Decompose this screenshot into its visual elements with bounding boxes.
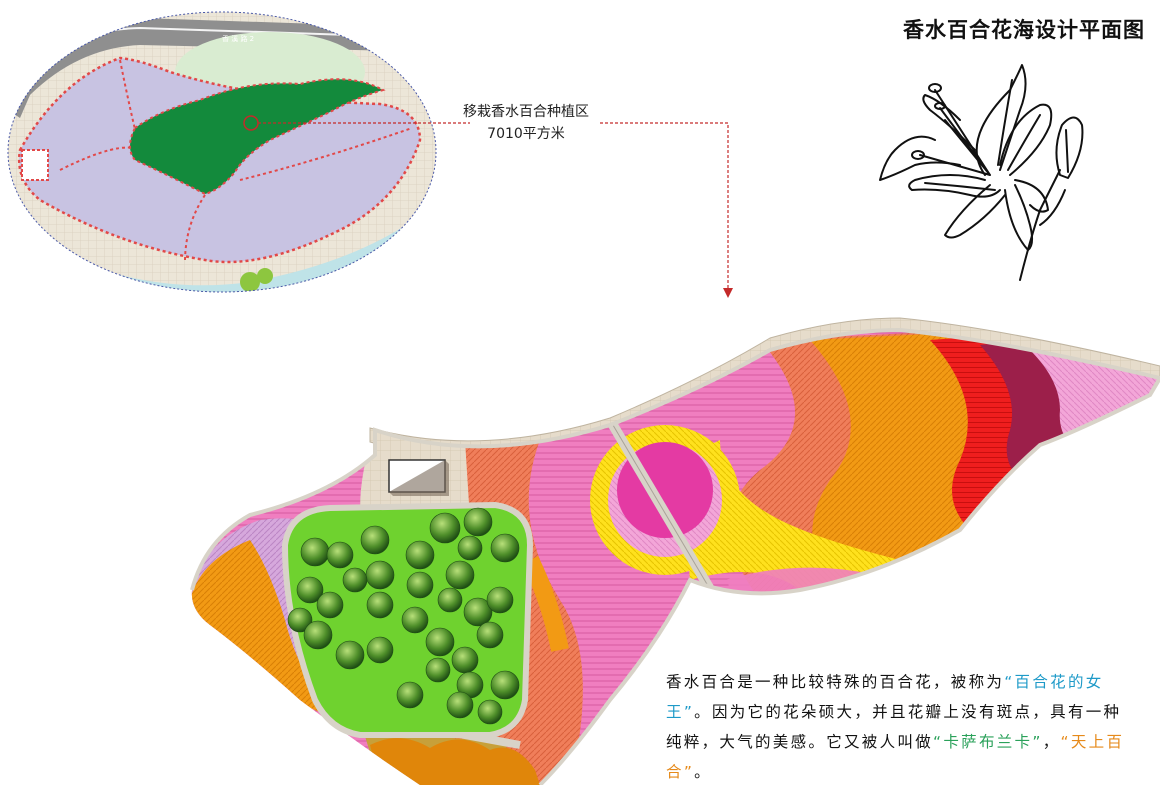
map-road-label: 香 溪 路 2 — [222, 34, 254, 43]
arrow-down-icon — [723, 288, 733, 298]
description-separator: ， — [1042, 733, 1061, 751]
description-text-2: 。因为它的花朵硕大，并且花瓣上没有斑点，具有一种纯粹，大气的美感。它又被人叫做 — [666, 703, 1122, 751]
description-highlight-heavenly-lily: 天上百合 — [666, 733, 1125, 781]
planting-area-callout: 移栽香水百合种植区 7010平方米 — [456, 101, 596, 145]
callout-area-size: 7010平方米 — [487, 126, 565, 142]
building-marker — [21, 149, 49, 181]
description-text-3: 。 — [694, 763, 712, 781]
description-quote-close-1: ” — [683, 703, 695, 721]
road — [8, 18, 436, 100]
description-text-1: 香水百合是一种比较特殊的百合花，被称为 — [666, 673, 1005, 691]
description-highlight-casablanca: 卡萨布兰卡 — [943, 733, 1033, 751]
lily-planting-zone — [129, 78, 386, 196]
description-quote-close-2: ” — [1032, 733, 1043, 751]
description-quote-open-2: “ — [933, 733, 944, 751]
description-quote-close-3: ” — [683, 763, 695, 781]
tree-canopy-icon — [287, 507, 520, 725]
callout-area-name: 移栽香水百合种植区 — [463, 104, 589, 120]
lily-description: 香水百合是一种比较特殊的百合花，被称为“百合花的女王”。因为它的花朵硕大，并且花… — [666, 667, 1136, 787]
description-quote-open-3: “ — [1060, 733, 1071, 751]
page-title: 香水百合花海设计平面图 — [903, 18, 1145, 42]
description-quote-open-1: “ — [1004, 673, 1015, 691]
callout-leader-line — [258, 122, 729, 290]
description-highlight-queen: 百合花的女王 — [666, 673, 1104, 721]
